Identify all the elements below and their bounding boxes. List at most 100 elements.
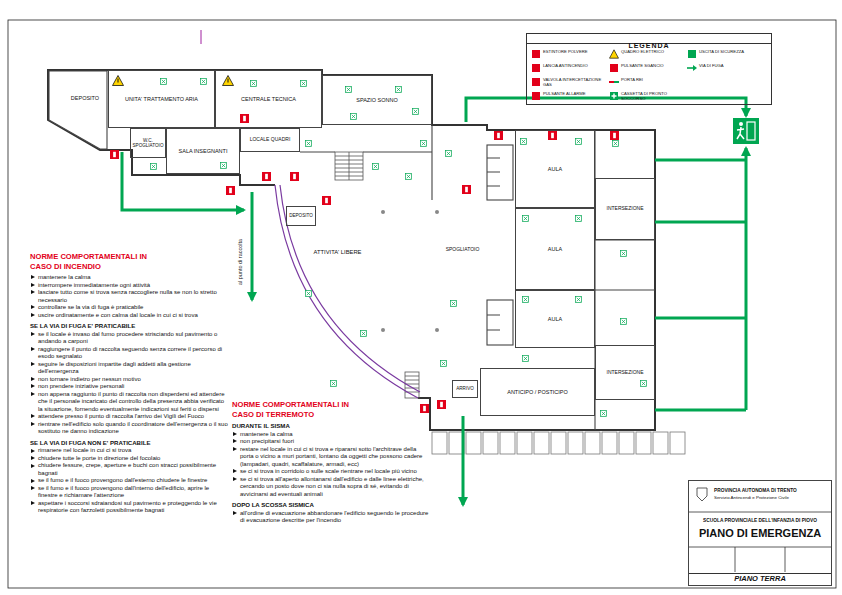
escape-route bbox=[251, 192, 254, 300]
room-box: DEPOSITO bbox=[286, 206, 316, 226]
norms-text: se il locale è invaso dal fumo procedere… bbox=[38, 331, 217, 345]
norms-item: se ci si trova in corridoio o sulle scal… bbox=[232, 468, 430, 476]
legend-entry: PULSANTE SGANCIO bbox=[609, 62, 683, 74]
norms-text: mantenere la calma bbox=[240, 431, 293, 437]
legend-title: LEGENDA bbox=[628, 42, 669, 49]
bullet-arrow bbox=[233, 469, 237, 473]
terrace-tiles bbox=[500, 432, 515, 454]
room-box: ARRIVO bbox=[452, 380, 478, 398]
legend-symbol bbox=[687, 63, 697, 73]
room-box: DEPOSITO bbox=[48, 70, 108, 150]
interior-walls bbox=[487, 315, 500, 330]
norms-item: mantenere la calma bbox=[232, 431, 430, 439]
norms-text: mantenere la calma bbox=[38, 274, 91, 280]
fire-extinguisher bbox=[437, 400, 446, 409]
terrace-tiles bbox=[466, 432, 481, 454]
legend-symbol bbox=[609, 81, 614, 83]
bullet-arrow bbox=[31, 486, 35, 490]
staircase bbox=[405, 376, 419, 392]
norms-text: se ci si trova all'aperto allontanarsi d… bbox=[240, 476, 424, 497]
title-text: PIANO DI EMERGENZA bbox=[689, 527, 831, 540]
glass-facade bbox=[275, 185, 418, 398]
bullet-arrow bbox=[233, 511, 237, 515]
room-box: ANTICIPO / POSTICIPO bbox=[480, 368, 595, 416]
emergency-light bbox=[330, 380, 336, 386]
norms-text: interrompere immediatamente ogni attivit… bbox=[38, 282, 150, 288]
emergency-light bbox=[522, 296, 528, 302]
legend-symbol bbox=[693, 65, 697, 71]
bullet-arrow bbox=[31, 283, 35, 287]
bullet-arrow bbox=[31, 449, 35, 453]
legend-box: LEGENDAESTINTORE POLVERELANCIA ANTINCEND… bbox=[526, 33, 772, 105]
legend-text: VALVOLA INTERCETTAZIONE GAS bbox=[543, 77, 605, 87]
exit-sign bbox=[737, 127, 744, 139]
legend-text: PULSANTE SGANCIO bbox=[621, 63, 683, 68]
room-outline bbox=[48, 70, 108, 150]
emergency-light bbox=[250, 80, 256, 86]
norms-text: raggiungere il punto di raccolta seguend… bbox=[38, 346, 222, 360]
room-box: AULA bbox=[515, 130, 595, 208]
legend-swatch bbox=[532, 64, 540, 72]
norms-item: interrompere immediatamente ogni attivit… bbox=[30, 282, 228, 290]
bullet-arrow bbox=[31, 479, 35, 483]
fire-extinguisher bbox=[110, 150, 119, 159]
staircase bbox=[335, 152, 363, 180]
bullet-arrow bbox=[31, 275, 35, 279]
legend-entry: LANCIA ANTINCENDIO bbox=[531, 62, 605, 74]
bullet-arrow bbox=[31, 332, 35, 336]
emergency-light bbox=[360, 330, 366, 336]
legend-symbol bbox=[609, 49, 619, 59]
emergency-light bbox=[440, 360, 446, 366]
emergency-light bbox=[150, 78, 646, 416]
norms-text: NORME COMPORTAMENTALI IN CASO DI TERREMO… bbox=[232, 400, 349, 419]
emergency-light bbox=[305, 290, 311, 296]
norms-item: chiudere fessure, crepe, aperture e buch… bbox=[30, 462, 228, 477]
room-label: DEPOSITO bbox=[288, 213, 314, 218]
norms-item: rientrare nell'edificio solo quando il c… bbox=[30, 421, 228, 436]
bullet-arrow bbox=[233, 432, 237, 436]
legend-symbol bbox=[610, 92, 618, 100]
legend-entry: QUADRO ELETTRICO bbox=[609, 48, 683, 60]
terrace-tiles bbox=[636, 432, 651, 454]
norms-column: NORME COMPORTAMENTALI IN CASO DI TERREMO… bbox=[232, 400, 430, 525]
norms-item: se ci si trova all'aperto allontanarsi d… bbox=[232, 476, 430, 499]
emergency-light bbox=[620, 318, 626, 324]
emergency-light bbox=[300, 80, 306, 86]
bullet-arrow bbox=[31, 362, 35, 366]
norms-text: lasciare tutto come si trova senza racco… bbox=[38, 289, 217, 303]
norms-text: NORME COMPORTAMENTALI IN CASO DI INCENDI… bbox=[30, 252, 147, 271]
room-box: UNITA' TRATTAMENTO ARIA bbox=[108, 70, 215, 128]
norms-item: seguire le disposizioni impartite dagli … bbox=[30, 361, 228, 376]
room-box: INTERSEZIONE bbox=[595, 345, 655, 400]
legend-symbol bbox=[687, 67, 694, 69]
terrace-tiles bbox=[602, 432, 617, 454]
room-box: AULA bbox=[515, 290, 595, 348]
legend-entry: VALVOLA INTERCETTAZIONE GAS bbox=[531, 76, 605, 88]
norms-item: mantenere la calma bbox=[30, 274, 228, 282]
norms-heading: NORME COMPORTAMENTALI IN CASO DI INCENDI… bbox=[30, 252, 162, 271]
emergency-light bbox=[522, 215, 528, 221]
fire-extinguisher bbox=[548, 131, 557, 140]
bullet-arrow bbox=[31, 305, 35, 309]
room-area: SPOGLIATOIO bbox=[440, 238, 485, 262]
bullet-arrow bbox=[31, 464, 35, 468]
bullet-arrow bbox=[31, 290, 35, 294]
room-label: INTERSEZIONE bbox=[606, 370, 645, 376]
norms-text: controllare se la via di fuga è praticab… bbox=[38, 304, 143, 310]
terrace-tiles bbox=[568, 432, 583, 454]
norms-text: rientrare nell'edificio solo quando il c… bbox=[38, 421, 228, 435]
norms-item: raggiungere il punto di raccolta seguend… bbox=[30, 346, 228, 361]
room-box: INTERSEZIONE bbox=[595, 178, 655, 240]
emergency-light bbox=[445, 150, 451, 156]
room-label: INTERSEZIONE bbox=[606, 206, 645, 212]
room-box: AULA bbox=[515, 208, 595, 290]
norms-text: DURANTE IL SISMA bbox=[232, 422, 290, 429]
emergency-light bbox=[372, 163, 378, 169]
interior-walls bbox=[300, 125, 655, 430]
room-label: UNITA' TRATTAMENTO ARIA bbox=[124, 96, 199, 102]
emergency-light bbox=[150, 163, 156, 169]
title-block-lines bbox=[697, 488, 707, 501]
bullet-arrow bbox=[31, 456, 35, 460]
norms-text: uscire ordinatamente e con calma dal loc… bbox=[38, 312, 198, 318]
emergency-light bbox=[612, 140, 618, 146]
